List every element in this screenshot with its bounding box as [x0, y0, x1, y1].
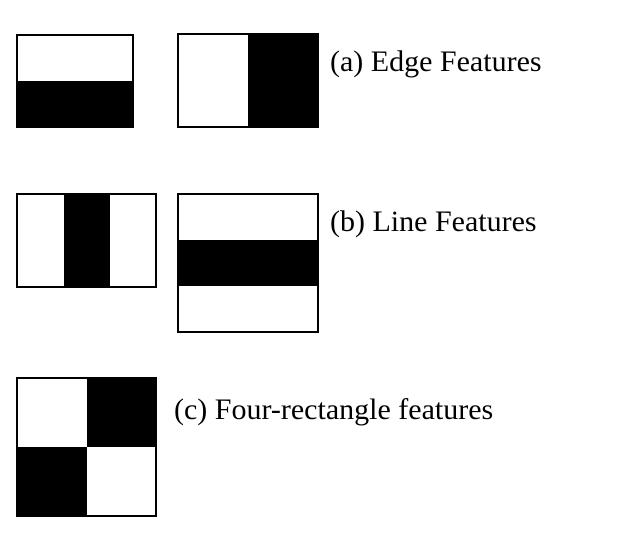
four-rectangle-top-right-black-region [87, 379, 155, 447]
edge-feature-vertical-black-region [248, 35, 317, 126]
edge-feature-horizontal-black-region [18, 81, 132, 126]
line-feature-vertical-black-region [64, 195, 110, 286]
four-rectangle-features-caption: (c) Four-rectangle features [174, 393, 494, 426]
line-feature-horizontal-black-region [179, 240, 317, 286]
edge-feature-horizontal [16, 34, 134, 128]
edge-features-caption: (a) Edge Features [330, 45, 542, 78]
four-rectangle-bottom-left-black-region [18, 447, 87, 515]
line-feature-horizontal [177, 193, 319, 333]
four-rectangle-feature [16, 377, 157, 517]
line-feature-vertical [16, 193, 157, 288]
line-features-caption: (b) Line Features [330, 205, 537, 238]
edge-feature-vertical [177, 33, 319, 128]
